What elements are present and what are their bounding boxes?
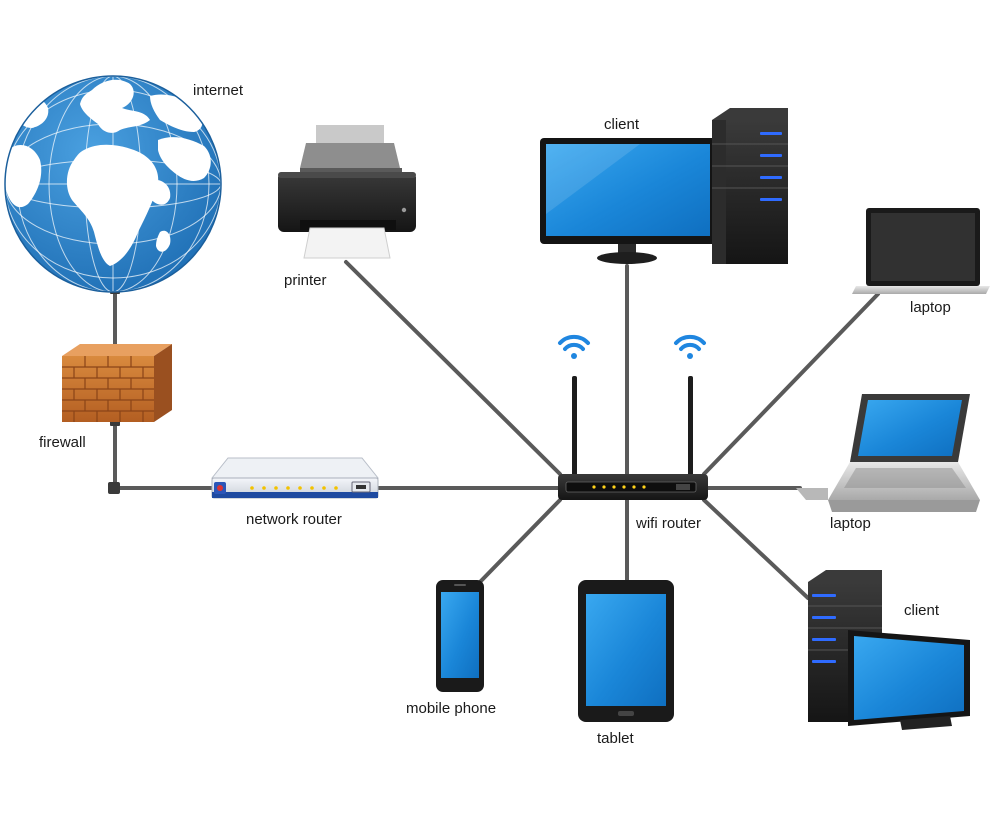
mobile-phone-icon (436, 580, 484, 692)
tablet-icon (578, 580, 674, 722)
laptop-icon (796, 394, 980, 512)
label-laptop-top: laptop (910, 299, 951, 316)
label-client-top: client (604, 116, 640, 133)
cables (113, 260, 880, 600)
label-client-bottom: client (904, 602, 940, 619)
cable-laptop-top-wifi-router (702, 292, 880, 476)
label-tablet: tablet (597, 730, 634, 747)
desktop-client-icon (540, 108, 788, 264)
desktop-client-icon (808, 570, 970, 730)
wifi-signal-icon (674, 334, 706, 359)
cable-client-bottom-wifi-router (702, 498, 810, 600)
laptop-icon (852, 208, 990, 294)
label-laptop-right: laptop (830, 515, 871, 532)
globe-icon (4, 75, 222, 293)
network-router-icon (210, 457, 380, 499)
label-network-router: network router (246, 511, 342, 528)
printer-icon (278, 125, 416, 259)
cable-mobile-phone-wifi-router (478, 498, 562, 584)
cable-printer-wifi-router (344, 260, 562, 476)
firewall-icon (62, 344, 172, 422)
label-firewall: firewall (39, 434, 86, 451)
wifi-router-icon (558, 376, 708, 500)
label-wifi-router: wifi router (636, 515, 702, 532)
label-printer: printer (284, 272, 327, 289)
wifi-signal-icon (558, 334, 590, 359)
cable-firewall-network-router (113, 420, 214, 490)
label-internet: internet (193, 82, 244, 99)
label-mobile-phone: mobile phone (406, 700, 497, 717)
